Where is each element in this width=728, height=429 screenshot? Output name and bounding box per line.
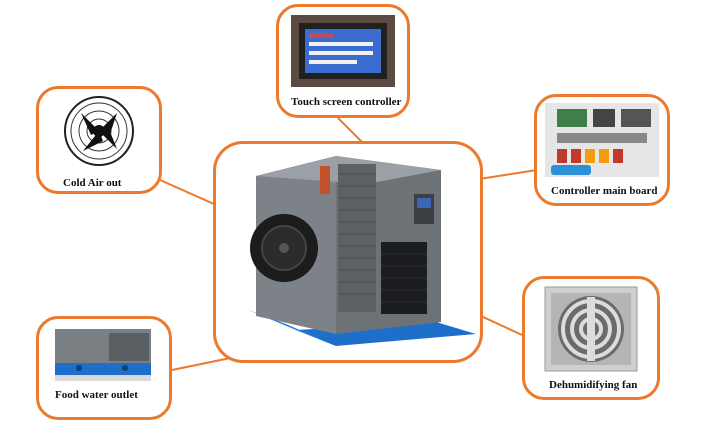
water-outlet-photo [55, 329, 151, 381]
main-unit-frame [213, 141, 483, 363]
callout-label-cold-air: Cold Air out [63, 177, 122, 189]
grille-fan-icon [544, 286, 638, 372]
callout-label-touch-screen: Touch screen controller [291, 96, 402, 108]
callout-label-controller-board: Controller main board [551, 185, 658, 197]
circuit-board-icon [545, 103, 659, 177]
callout-controller-board: Controller main board [534, 94, 670, 206]
fan-icon [64, 96, 134, 166]
callout-touch-screen: Touch screen controller [276, 4, 410, 118]
callout-water-outlet: Food water outlet [36, 316, 172, 420]
callout-label-dehumidifying-fan: Dehumidifying fan [549, 379, 638, 391]
callout-cold-air: Cold Air out [36, 86, 162, 194]
heat-pump-dryer-image [246, 156, 476, 346]
callout-label-water-outlet: Food water outlet [55, 389, 138, 401]
callout-dehumidifying-fan: Dehumidifying fan [522, 276, 660, 400]
controller-screen-icon [291, 15, 395, 87]
